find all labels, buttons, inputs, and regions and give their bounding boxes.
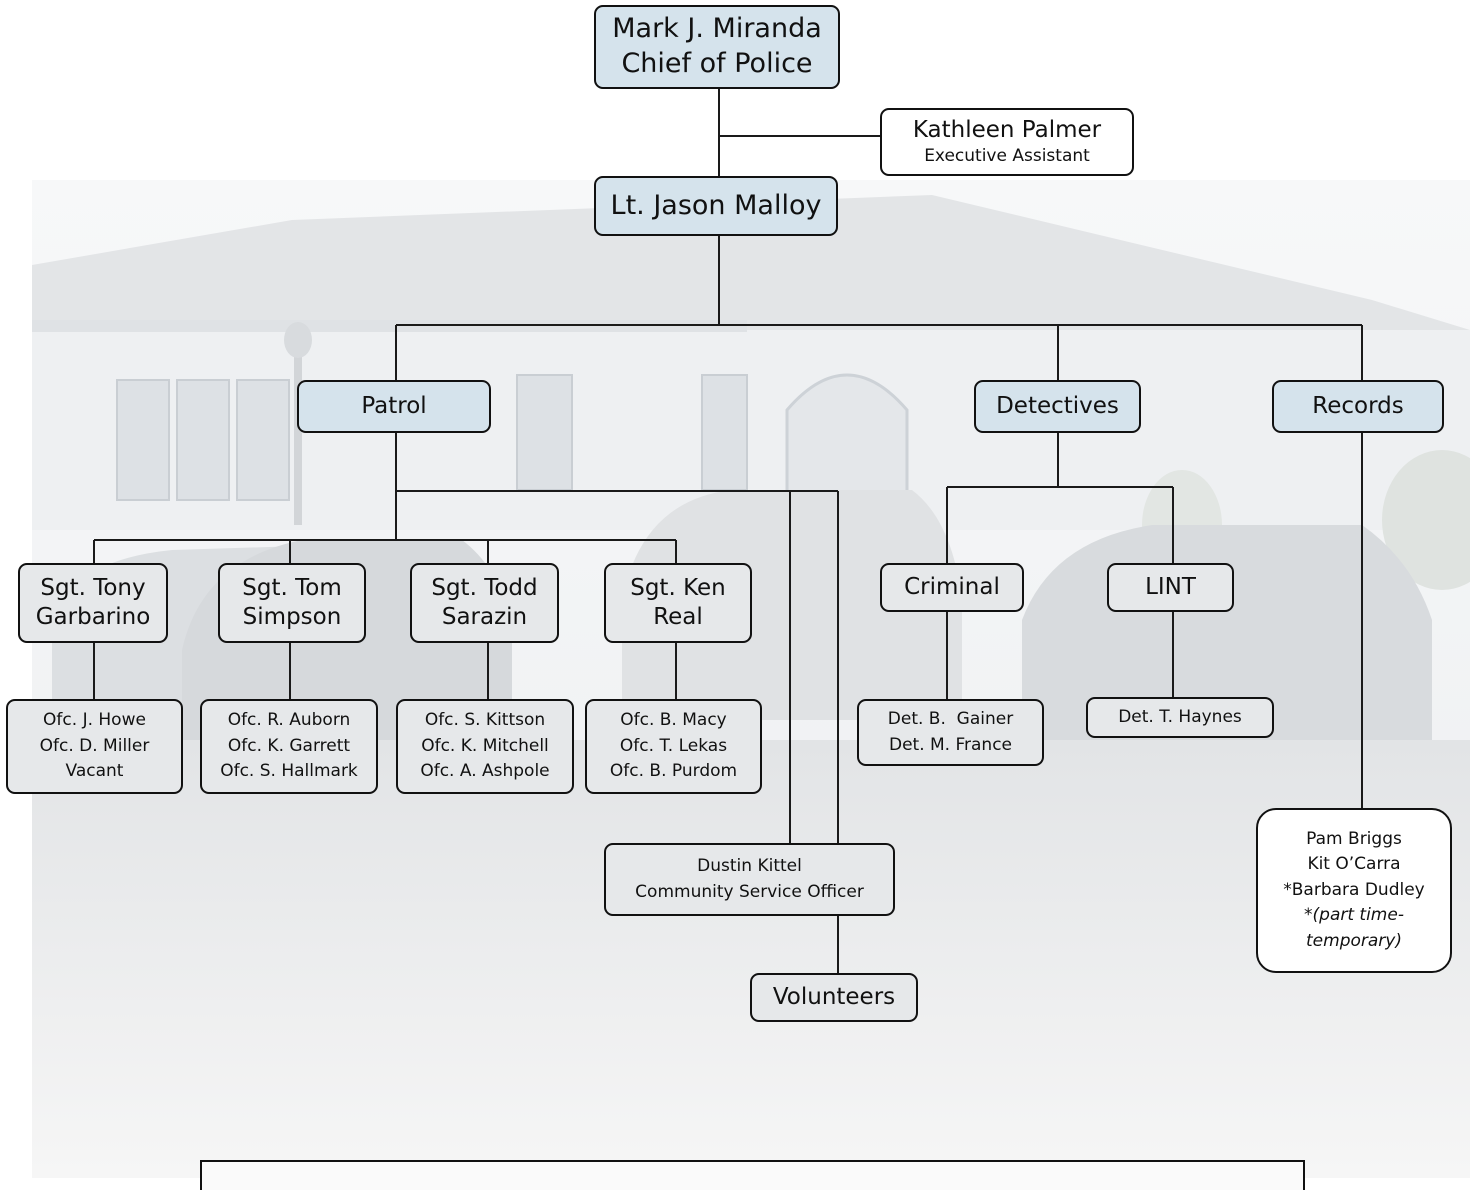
officer-name: Ofc. B. Purdom [609, 761, 738, 782]
officers-box-simpson: Ofc. R. Auborn Ofc. K. Garrett Ofc. S. H… [200, 699, 378, 794]
records-note-prefix: * [1304, 905, 1313, 926]
sergeant-line2: Simpson [242, 604, 342, 630]
records-staff-name: *Barbara Dudley [1283, 879, 1425, 900]
detective-name: Det. M. France [888, 734, 1013, 755]
records-staff-box: Pam Briggs Kit O’Carra *Barbara Dudley *… [1256, 808, 1452, 973]
officers-box-garbarino: Ofc. J. Howe Ofc. D. Miller Vacant [6, 699, 183, 794]
officer-name: Ofc. D. Miller [39, 735, 150, 756]
chief-title: Chief of Police [621, 48, 813, 79]
sergeant-line2: Real [653, 604, 703, 630]
officer-name: Ofc. K. Mitchell [421, 735, 549, 756]
officers-box-sarazin: Ofc. S. Kittson Ofc. K. Mitchell Ofc. A.… [396, 699, 574, 794]
records-label: Records [1312, 392, 1404, 419]
cso-box: Dustin Kittel Community Service Officer [604, 843, 895, 916]
chief-name: Mark J. Miranda [612, 13, 822, 45]
cso-title: Community Service Officer [635, 881, 864, 902]
sergeant-line1: Sgt. Tom [242, 574, 342, 601]
officers-box-real: Ofc. B. Macy Ofc. T. Lekas Ofc. B. Purdo… [585, 699, 762, 794]
sergeant-box-sarazin: Sgt. Todd Sarazin [410, 563, 559, 643]
criminal-box: Criminal [880, 563, 1024, 612]
volunteers-box: Volunteers [750, 973, 918, 1022]
officer-name: Ofc. J. Howe [43, 710, 146, 731]
officer-name: Ofc. R. Auborn [227, 710, 351, 731]
lint-box: LINT [1107, 563, 1234, 612]
officer-name: Ofc. S. Kittson [424, 710, 546, 731]
lint-label: LINT [1145, 573, 1196, 600]
assistant-title: Executive Assistant [924, 145, 1090, 166]
lieutenant-box: Lt. Jason Malloy [594, 176, 838, 236]
cso-name: Dustin Kittel [697, 856, 802, 876]
records-staff-note2: temporary) [1306, 930, 1402, 951]
officer-name: Ofc. S. Hallmark [220, 761, 358, 782]
sergeant-line1: Sgt. Ken [630, 574, 726, 601]
records-staff-note: *(part time- [1304, 903, 1404, 929]
patrol-box: Patrol [297, 380, 491, 433]
sergeant-line1: Sgt. Todd [431, 574, 538, 601]
sergeant-box-garbarino: Sgt. Tony Garbarino [18, 563, 168, 643]
sergeant-line2: Garbarino [35, 604, 151, 630]
sergeant-line1: Sgt. Tony [40, 574, 146, 601]
officer-name: Ofc. T. Lekas [619, 735, 728, 756]
detectives-label: Detectives [996, 392, 1119, 419]
footer-frame [200, 1160, 1305, 1190]
sergeant-line2: Sarazin [441, 604, 528, 630]
assistant-name: Kathleen Palmer [912, 117, 1102, 144]
records-note-text: (part time- [1312, 905, 1404, 926]
detectives-box: Detectives [974, 380, 1141, 433]
officer-name: Ofc. B. Macy [620, 710, 727, 731]
officer-name: Vacant [65, 761, 124, 782]
patrol-label: Patrol [361, 392, 427, 419]
lint-staff-box: Det. T. Haynes [1086, 697, 1274, 738]
officer-name: Ofc. K. Garrett [227, 735, 351, 756]
lieutenant-name: Lt. Jason Malloy [610, 189, 822, 221]
detective-name: Det. T. Haynes [1118, 706, 1242, 727]
officer-name: Ofc. A. Ashpole [420, 761, 550, 782]
criminal-staff-box: Det. B. Gainer Det. M. France [857, 699, 1044, 766]
assistant-box: Kathleen Palmer Executive Assistant [880, 108, 1134, 176]
criminal-label: Criminal [904, 573, 1000, 600]
sergeant-box-simpson: Sgt. Tom Simpson [218, 563, 366, 643]
detective-name: Det. B. Gainer [887, 709, 1014, 729]
records-staff-name: Pam Briggs [1306, 828, 1402, 849]
chief-box: Mark J. Miranda Chief of Police [594, 5, 840, 89]
sergeant-box-real: Sgt. Ken Real [604, 563, 752, 643]
records-box: Records [1272, 380, 1444, 433]
volunteers-label: Volunteers [772, 983, 896, 1010]
records-staff-name: Kit O’Carra [1307, 854, 1401, 875]
